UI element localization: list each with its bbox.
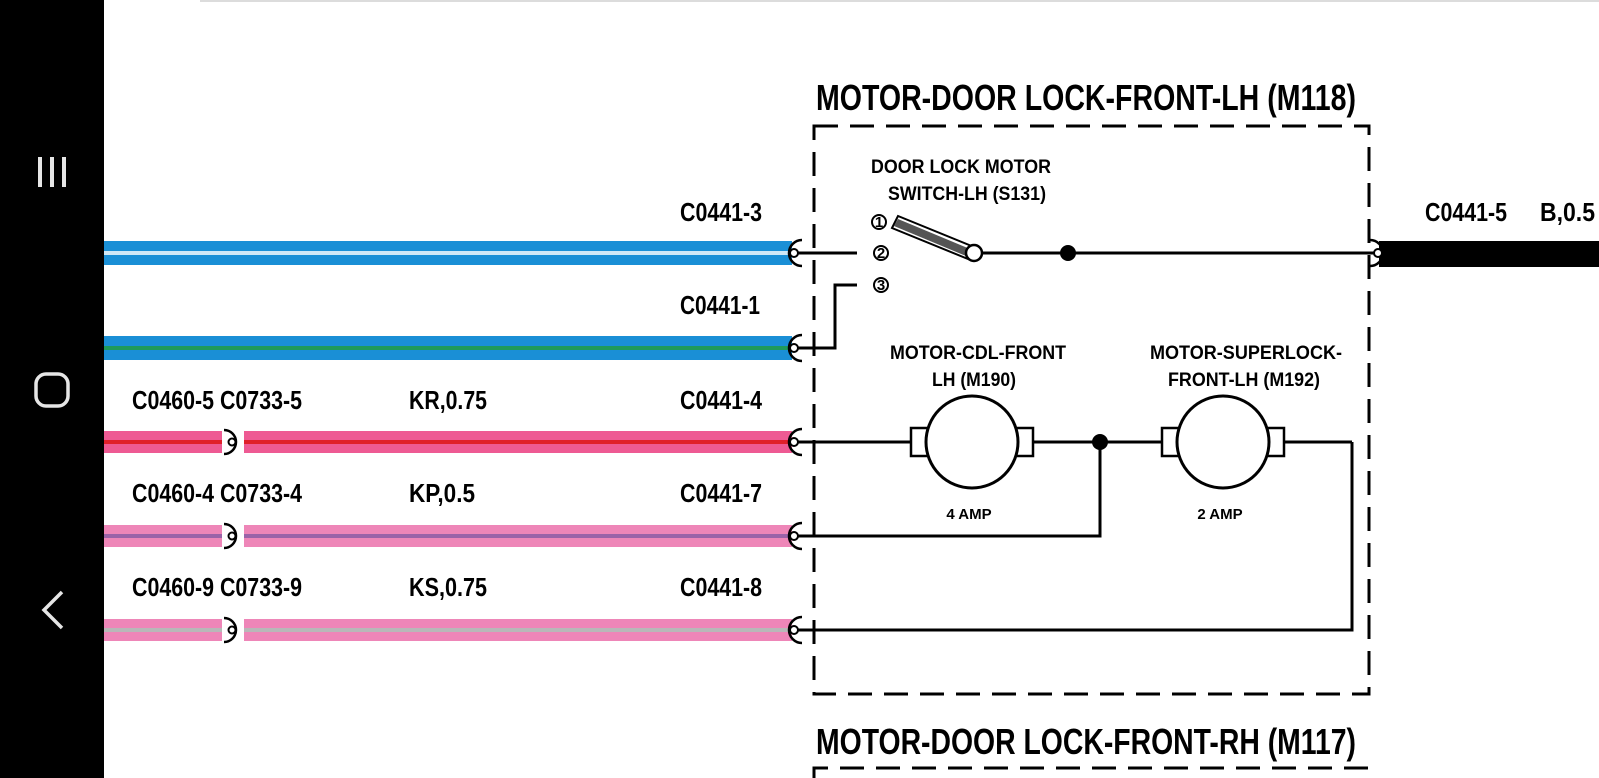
switch-pin-2: 2 <box>877 245 885 262</box>
wire-c0441-1 <box>104 336 792 360</box>
module-title-rh: MOTOR-DOOR LOCK-FRONT-RH (M117) <box>816 721 1356 762</box>
recent-apps-icon[interactable] <box>0 140 104 200</box>
wire-kr <box>104 431 792 453</box>
switch-pin-3: 3 <box>877 277 885 294</box>
row-2-connector-label: C0460-4 C0733-4 <box>132 478 302 508</box>
junction-dot-top <box>1060 245 1076 261</box>
label-right-wire: B,0.5 <box>1540 197 1595 227</box>
module-boundary-rh <box>812 766 1371 778</box>
door-lock-switch-s131: 1 2 3 <box>871 214 984 294</box>
wire-b-right <box>1379 241 1599 267</box>
module-boundary-lh <box>812 124 1371 696</box>
inline-connector-row-2 <box>222 520 244 552</box>
row-1-wire-label: KR,0.75 <box>409 385 487 415</box>
motor2-label-line-1: MOTOR-SUPERLOCK- <box>1150 343 1342 364</box>
wire-ks <box>104 619 792 641</box>
pin-c0441-4 <box>787 427 803 457</box>
switch-label-line-1: DOOR LOCK MOTOR <box>871 157 1051 178</box>
switch-pin-1: 1 <box>875 214 883 231</box>
label-c0441-1: C0441-1 <box>680 290 760 320</box>
junction-dot-motors <box>1092 434 1108 450</box>
motor-cdl-front-lh-m190 <box>909 394 1035 490</box>
motor2-label-line-2: FRONT-LH (M192) <box>1168 370 1320 391</box>
inline-connector-row-3 <box>222 614 244 646</box>
label-c0441-3: C0441-3 <box>680 197 762 227</box>
row-2-wire-label: KP,0.5 <box>409 478 475 508</box>
row-3-connector-label: C0460-9 C0733-9 <box>132 572 302 602</box>
row-3-wire-label: KS,0.75 <box>409 572 487 602</box>
switch-label-line-2: SWITCH-LH (S131) <box>888 184 1046 205</box>
row-1-connector-label: C0460-5 C0733-5 <box>132 385 302 415</box>
home-icon[interactable] <box>0 360 104 420</box>
pin-c0441-5 <box>1369 238 1385 268</box>
motor1-amp-label: 4 AMP <box>946 506 991 523</box>
motor1-label-line-2: LH (M190) <box>932 370 1016 391</box>
internal-circuit <box>798 251 1374 632</box>
inline-connector-row-1 <box>222 426 244 458</box>
label-c0441-5: C0441-5 <box>1425 197 1507 227</box>
motor-superlock-front-lh-m192 <box>1160 394 1286 490</box>
wire-kp <box>104 525 792 547</box>
label-c0441-4: C0441-4 <box>680 385 762 415</box>
android-navigation-bar <box>0 0 104 778</box>
wiring-diagram: MOTOR-DOOR LOCK-FRONT-LH (M118) MOTOR-DO… <box>104 0 1599 778</box>
motor1-label-line-1: MOTOR-CDL-FRONT <box>890 343 1066 364</box>
back-icon[interactable] <box>0 580 104 640</box>
motor2-amp-label: 2 AMP <box>1197 506 1242 523</box>
wire-c0441-3 <box>104 241 792 265</box>
label-c0441-7: C0441-7 <box>680 478 762 508</box>
module-title-lh: MOTOR-DOOR LOCK-FRONT-LH (M118) <box>816 77 1356 118</box>
label-c0441-8: C0441-8 <box>680 572 762 602</box>
